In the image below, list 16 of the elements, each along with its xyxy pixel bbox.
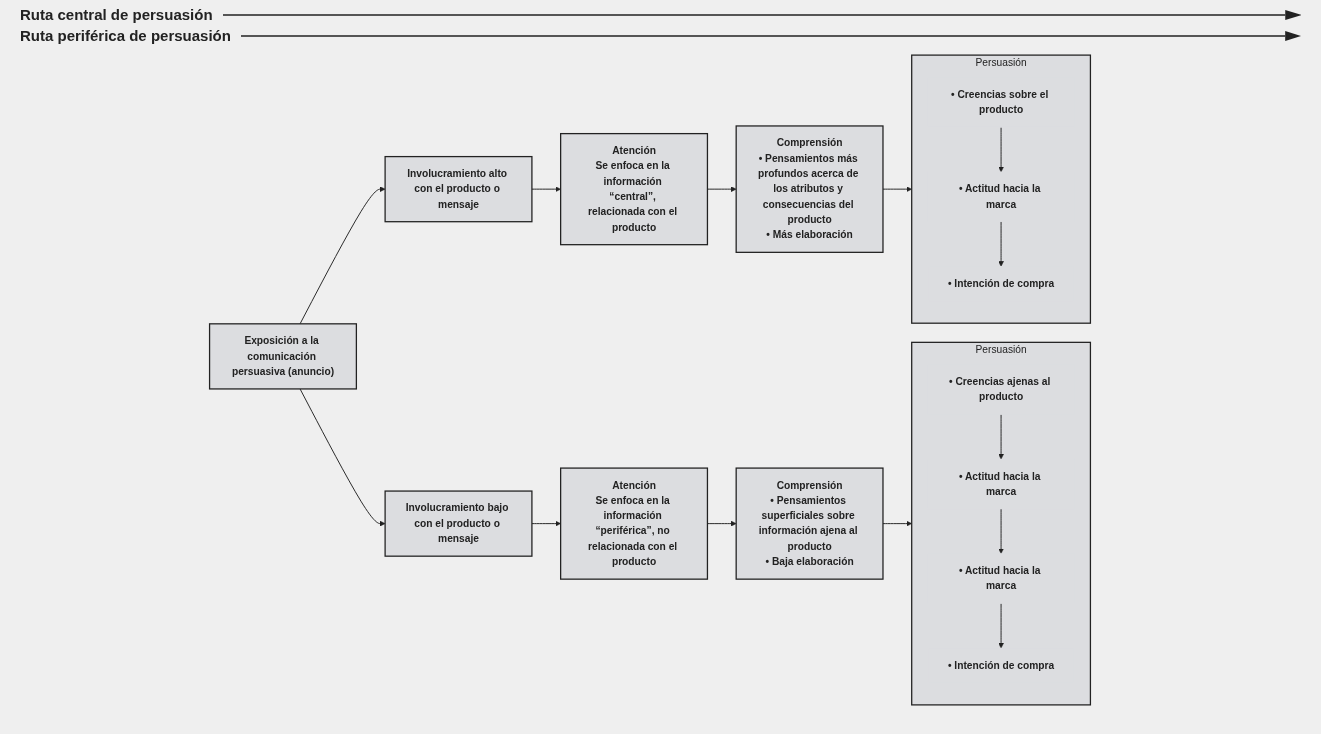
node-text: • Creencias ajenas al producto — [949, 376, 1051, 403]
node-text: • Creencias sobre el producto — [951, 88, 1049, 116]
route-label: Ruta central de persuasión — [20, 6, 213, 23]
node-text: • Actitud hacia la marca — [958, 565, 1041, 592]
node-box: Comprensión • Pensamientos más profundos acerca de los atributos y consecuencias del producto • Más elaboración — [735, 125, 884, 253]
node-text: • Intención de compra — [947, 277, 1055, 289]
route-label: Ruta periférica de persuasión — [20, 27, 231, 44]
node-box: Atención Se enfoca en la información “central”, relacionada con el producto — [560, 133, 709, 246]
node-box: Comprensión • Pensamientos superficiales sobre información ajena al producto • Baja elaboración — [735, 467, 884, 580]
node-box: Involucramiento alto con el producto o mensaje — [384, 155, 533, 223]
node-box: Involucramiento bajo con el producto o mensaje — [384, 490, 533, 557]
node-text: • Actitud hacia la marca — [958, 183, 1041, 210]
node-box: Exposición a la comunicación persuasiva (anuncio) — [208, 323, 357, 390]
node-box: Atención Se enfoca en la información “periférica”, no relacionada con el producto — [560, 467, 709, 580]
node-text: • Intención de compra — [947, 659, 1055, 671]
node-text: • Actitud hacia la marca — [958, 470, 1041, 497]
